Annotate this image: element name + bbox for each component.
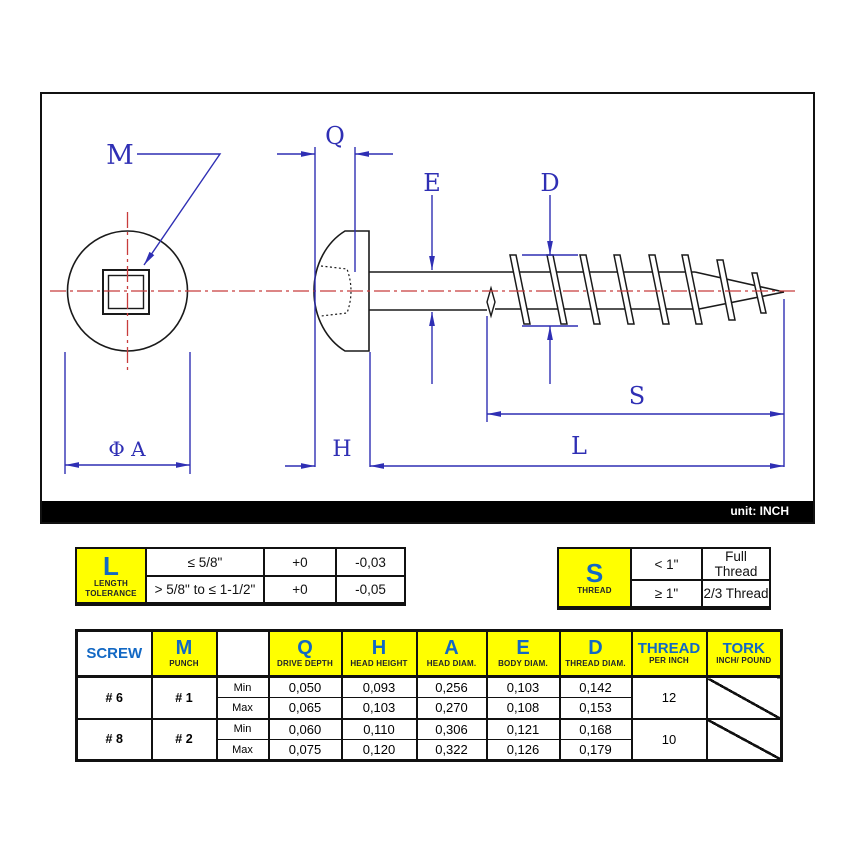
thread-value: 2/3 Thread: [701, 579, 771, 609]
l-sub-label: LENGTH TOLERANCE: [85, 578, 137, 598]
unit-label: unit: INCH: [730, 504, 789, 518]
value-d-max: 0,179: [558, 739, 633, 762]
value-h-max: 0,120: [340, 739, 418, 762]
min-label: Min: [215, 717, 270, 740]
tolerance-minus: -0,03: [335, 547, 406, 577]
label-m: M: [106, 140, 134, 171]
square-drive-outer: [102, 269, 150, 315]
dimensions: [64, 147, 785, 474]
value-a-min: 0,306: [415, 717, 488, 740]
value-d-max: 0,153: [558, 697, 633, 720]
unit-bar: unit: INCH: [42, 501, 813, 522]
value-h-max: 0,103: [340, 697, 418, 720]
min-label: Min: [215, 675, 270, 698]
s-sub-label: THREAD: [577, 585, 612, 595]
thread-range: < 1": [630, 547, 703, 581]
label-phi-a: Φ A: [108, 437, 146, 461]
tolerance-minus: -0,05: [335, 575, 406, 605]
screw-drawing-svg: M Q E D S H L Φ A: [50, 122, 797, 474]
label-e: E: [423, 169, 441, 197]
length-tolerance-header: L LENGTH TOLERANCE: [75, 547, 147, 605]
value-q-max: 0,065: [267, 697, 343, 720]
tip-taper-bottom: [698, 291, 785, 310]
thread-range: ≥ 1": [630, 579, 703, 609]
tolerance-range: > 5/8" to ≤ 1-1/2": [145, 575, 265, 605]
screw-size: # 6: [75, 675, 153, 720]
thread-per-inch: 10: [630, 717, 708, 762]
technical-drawing: M Q E D S H L Φ A unit: INCH: [40, 92, 815, 524]
label-h: H: [332, 437, 351, 462]
value-e-min: 0,121: [485, 717, 561, 740]
value-d-min: 0,142: [558, 675, 633, 698]
tork-cell: [705, 675, 783, 720]
value-q-min: 0,060: [267, 717, 343, 740]
label-s: S: [629, 382, 645, 410]
label-d: D: [540, 169, 559, 197]
thread-runout: [486, 285, 496, 319]
tolerance-range: ≤ 5/8": [145, 547, 265, 577]
screw-size: # 8: [75, 717, 153, 762]
tip-taper-top: [694, 271, 785, 293]
m-leader-arrow: [137, 153, 222, 266]
square-drive-inner: [107, 274, 145, 310]
max-label: Max: [215, 739, 270, 762]
l-letter: L: [103, 550, 119, 581]
s-letter: S: [585, 557, 604, 588]
value-h-min: 0,110: [340, 717, 418, 740]
col-header-screw: SCREW: [75, 629, 153, 678]
label-l: L: [571, 432, 587, 460]
value-a-max: 0,270: [415, 697, 488, 720]
value-e-min: 0,103: [485, 675, 561, 698]
punch-size: # 1: [150, 675, 218, 720]
value-q-min: 0,050: [267, 675, 343, 698]
tork-cell: [705, 717, 783, 762]
thread-crests: [509, 254, 767, 325]
centerlines: [50, 212, 797, 372]
value-e-max: 0,126: [485, 739, 561, 762]
length-tolerance-table: L LENGTH TOLERANCE ≤ 5/8" +0 -0,03 > 5/8…: [75, 547, 406, 606]
thread-rule-header: S THREAD: [557, 547, 632, 609]
max-label: Max: [215, 697, 270, 720]
value-h-min: 0,093: [340, 675, 418, 698]
value-a-max: 0,322: [415, 739, 488, 762]
screw-geometry: [66, 230, 785, 352]
punch-size: # 2: [150, 717, 218, 762]
thread-rule-table: S THREAD < 1" Full Thread ≥ 1" 2/3 Threa…: [557, 547, 771, 610]
thread-per-inch: 12: [630, 675, 708, 720]
tolerance-plus: +0: [263, 547, 337, 577]
label-q: Q: [325, 122, 345, 150]
value-q-max: 0,075: [267, 739, 343, 762]
value-a-min: 0,256: [415, 675, 488, 698]
value-d-min: 0,168: [558, 717, 633, 740]
tolerance-plus: +0: [263, 575, 337, 605]
value-e-max: 0,108: [485, 697, 561, 720]
thread-value: Full Thread: [701, 547, 771, 581]
col-header-minmax: [215, 629, 270, 678]
